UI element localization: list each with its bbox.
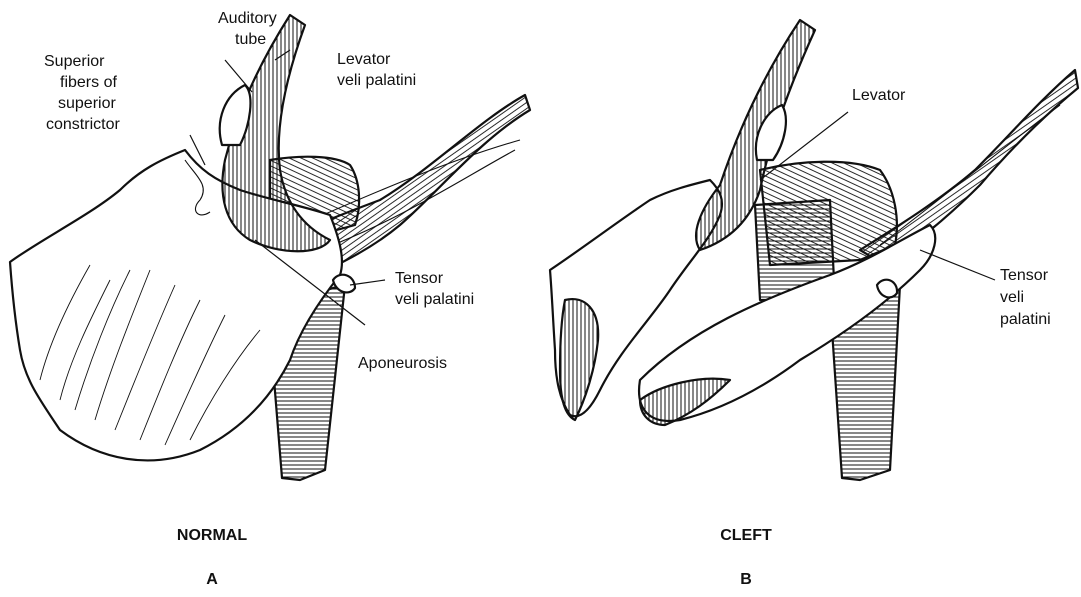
label-aponeurosis: Aponeurosis — [358, 355, 447, 372]
panel-letter-a: A — [206, 571, 218, 588]
panel-letter-b: B — [740, 571, 752, 588]
label-auditory-tube: Auditory tube — [218, 10, 281, 48]
label-tensor-veli-palatini-b: Tensor veli palatini — [1000, 267, 1052, 328]
label-levator-b: Levator — [852, 87, 906, 104]
label-superior-fibers: Superior fibers of superior constrictor — [44, 53, 121, 133]
caption-cleft: CLEFT — [720, 527, 772, 544]
label-levator-veli-palatini: Levator veli palatini — [337, 51, 416, 89]
panel-b-drawing — [550, 20, 1078, 480]
caption-normal: NORMAL — [177, 527, 247, 544]
label-tensor-veli-palatini-a: Tensor veli palatini — [395, 270, 474, 308]
